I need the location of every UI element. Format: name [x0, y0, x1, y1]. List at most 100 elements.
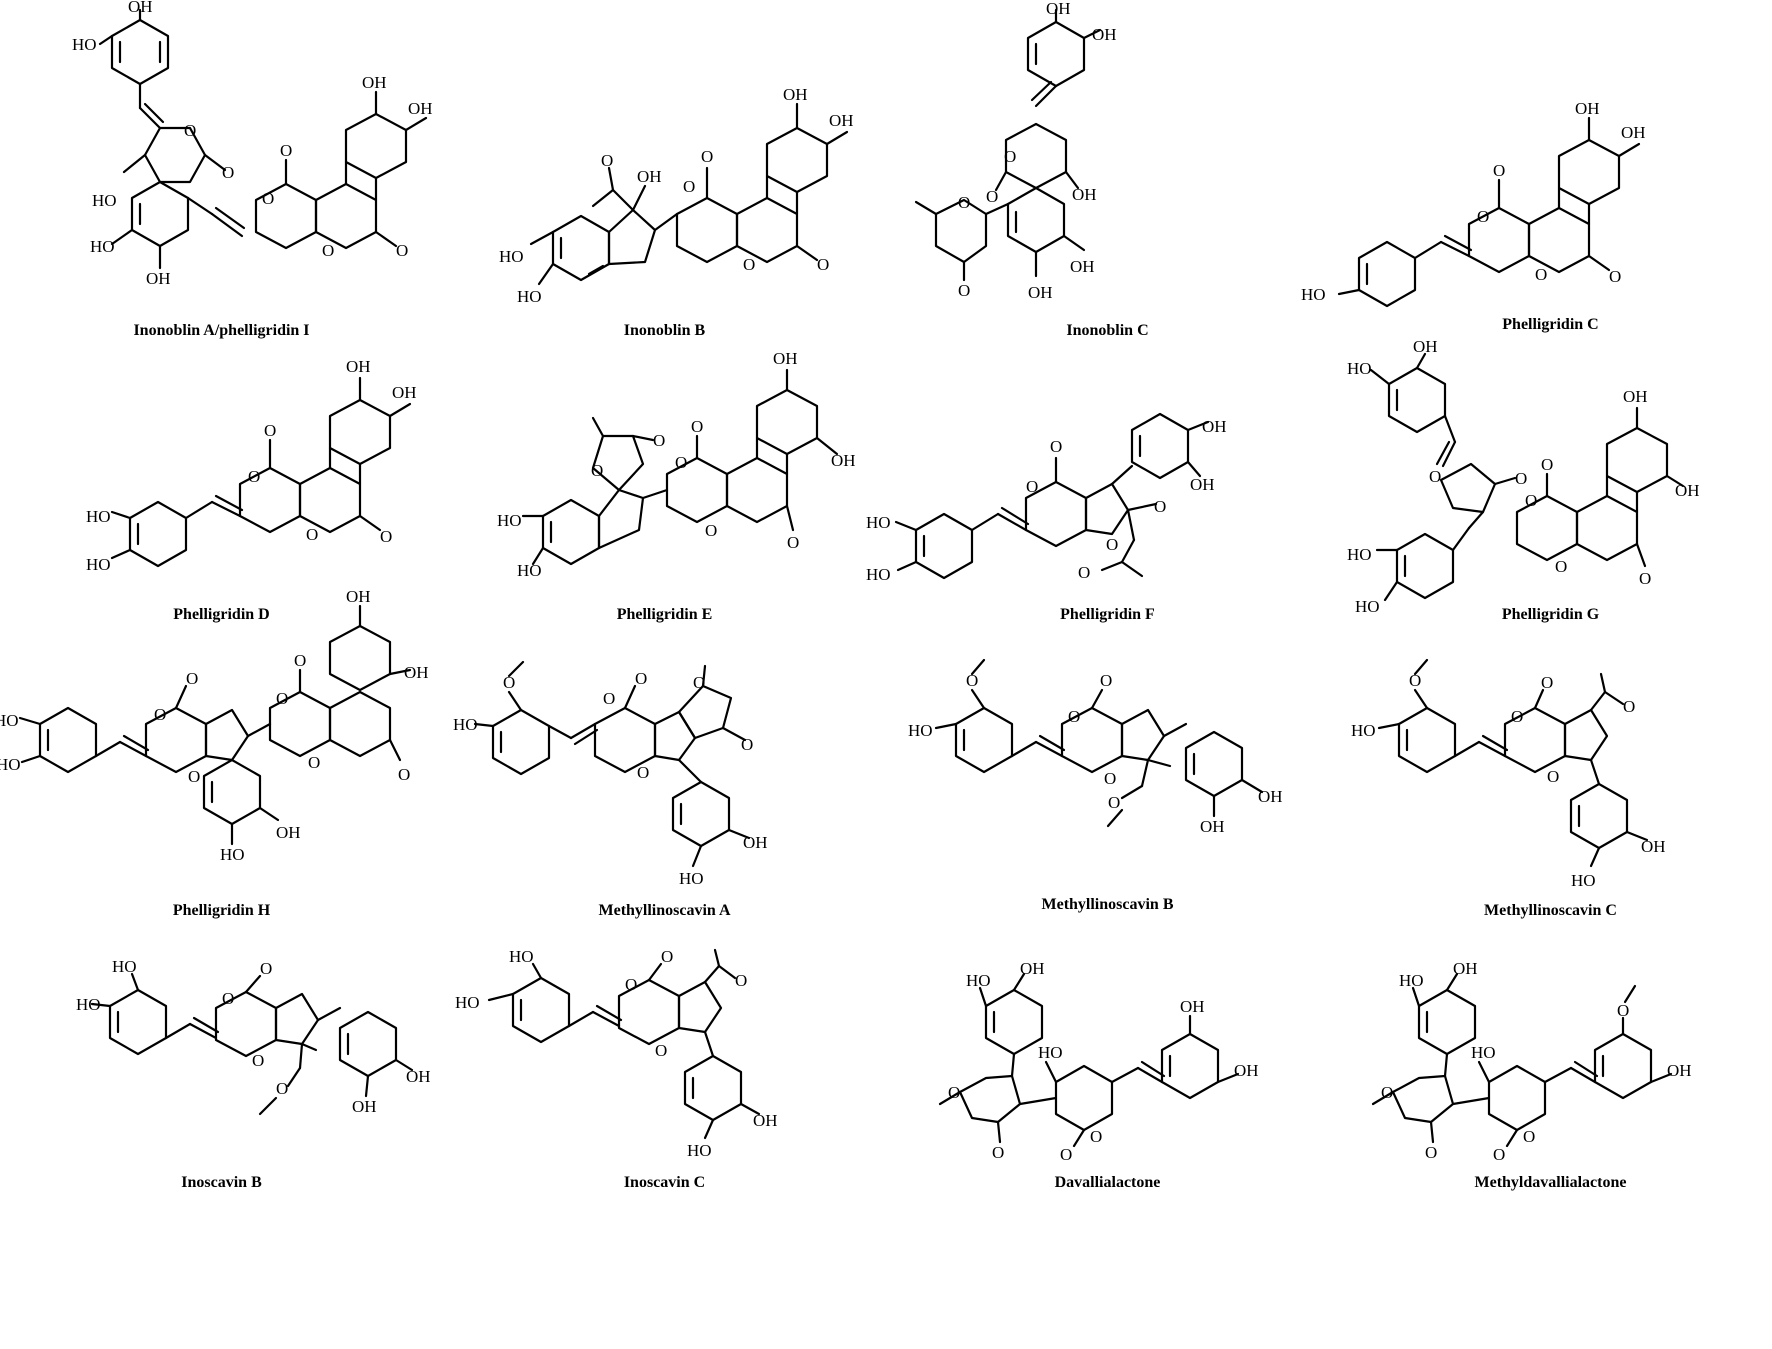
- o-label: O: [1026, 477, 1038, 496]
- oh-label: OH: [1020, 959, 1045, 978]
- oh-label: OH: [1667, 1061, 1692, 1080]
- compound-name: Phelligridin F: [1060, 606, 1155, 623]
- o-label: O: [591, 461, 603, 480]
- oh-label: OH: [1675, 481, 1700, 500]
- o-label: O: [958, 193, 970, 212]
- oh-label: OH: [392, 383, 417, 402]
- o-label: O: [787, 533, 799, 552]
- oh-label: OH: [773, 349, 798, 368]
- o-label: O: [986, 187, 998, 206]
- o-label: O: [248, 467, 260, 486]
- o-label: O: [276, 1079, 288, 1098]
- o-label: O: [308, 753, 320, 772]
- oh-label: OH: [831, 451, 856, 470]
- compound-cell: HO OH O O HO HO O O O O: [1329, 337, 1772, 630]
- o-label: O: [625, 975, 637, 994]
- o-label: O: [1493, 1145, 1505, 1164]
- compound-name: Methyldavallialactone: [1474, 1174, 1627, 1191]
- oh-label: OH: [1092, 25, 1117, 44]
- compound-name: Phelligridin C: [1502, 316, 1599, 333]
- oh-label: OH: [346, 357, 371, 376]
- o-label: O: [1511, 707, 1523, 726]
- o-label: O: [966, 671, 978, 690]
- o-label: O: [675, 453, 687, 472]
- o-label: O: [1104, 769, 1116, 788]
- ho-label: HO: [0, 711, 19, 730]
- o-label: O: [1068, 707, 1080, 726]
- o-label: O: [184, 121, 196, 140]
- structure-drawing: HO O O O O O OH OH: [908, 658, 1283, 836]
- structure-drawing: OH OH O O OH OH OH O O: [914, 0, 1117, 302]
- ho-label: HO: [1355, 597, 1380, 616]
- oh-label: OH: [783, 85, 808, 104]
- oh-label: OH: [404, 663, 429, 682]
- ho-label: HO: [1038, 1043, 1063, 1062]
- o-label: O: [1090, 1127, 1102, 1146]
- o-label: O: [1609, 267, 1621, 286]
- structure-drawing: HO HO O O O O O OH OH: [866, 412, 1227, 584]
- structure-drawing: HO HO O OH O O O O OH OH: [499, 85, 854, 306]
- oh-label: OH: [1621, 123, 1646, 142]
- compound-name: Methyllinoscavin B: [1041, 896, 1174, 913]
- ho-label: HO: [866, 513, 891, 532]
- oh-label: OH: [1453, 959, 1478, 978]
- o-label: O: [1078, 563, 1090, 582]
- compound-cell: HO O O O O O O HO OH Methyllino: [443, 630, 886, 919]
- structure-drawing: OH HO O O HO HO OH O O: [72, 0, 433, 288]
- ho-label: HO: [1399, 971, 1424, 990]
- o-label: O: [741, 735, 753, 754]
- o-label: O: [661, 947, 673, 966]
- o-label: O: [653, 431, 665, 450]
- ho-label: HO: [1351, 721, 1376, 740]
- oh-label: OH: [1028, 283, 1053, 302]
- oh-label: OH: [352, 1097, 377, 1116]
- oh-label: OH: [1258, 787, 1283, 806]
- oh-label: OH: [1234, 1061, 1259, 1080]
- structure-drawing: HO HO O O O O O O OH OH: [497, 349, 856, 580]
- oh-label: OH: [362, 73, 387, 92]
- o-label: O: [701, 147, 713, 166]
- o-label: O: [1617, 1001, 1629, 1020]
- oh-label: OH: [743, 833, 768, 852]
- o-label: O: [1555, 557, 1567, 576]
- o-label: O: [294, 651, 306, 670]
- oh-label: OH: [829, 111, 854, 130]
- o-label: O: [691, 417, 703, 436]
- compound-cell: HO HO O O O O HO OH Inoscavin C: [443, 946, 886, 1196]
- ho-label: HO: [499, 247, 524, 266]
- o-label: O: [1477, 207, 1489, 226]
- oh-label: OH: [346, 587, 371, 606]
- oh-label: OH: [146, 269, 171, 288]
- structure-drawing: HO HO O O O HO OH O O O O: [0, 587, 429, 864]
- oh-label: OH: [637, 167, 662, 186]
- ho-label: HO: [86, 507, 111, 526]
- o-label: O: [601, 151, 613, 170]
- oh-label: OH: [1623, 387, 1648, 406]
- o-label: O: [1623, 697, 1635, 716]
- o-label: O: [635, 669, 647, 688]
- ho-label: HO: [517, 561, 542, 580]
- o-label: O: [280, 141, 292, 160]
- compound-cell: HO HO O O O O O OH OH Phelligri: [866, 340, 1329, 623]
- oh-label: OH: [753, 1111, 778, 1130]
- ho-label: HO: [687, 1141, 712, 1160]
- compound-cell: HO OH O O HO O O OH OH Davallialactone: [886, 946, 1329, 1196]
- compound-cell: HO OH O O HO O O O OH Methyldav: [1329, 946, 1772, 1196]
- o-label: O: [1523, 1127, 1535, 1146]
- compound-name: Inoscavin B: [181, 1174, 262, 1191]
- o-label: O: [1154, 497, 1166, 516]
- o-label: O: [276, 689, 288, 708]
- o-label: O: [1541, 455, 1553, 474]
- o-label: O: [1525, 491, 1537, 510]
- structure-drawing: HO OH O O HO HO O O O O: [1347, 337, 1700, 616]
- ho-label: HO: [92, 191, 117, 210]
- o-label: O: [1050, 437, 1062, 456]
- structure-drawing: HO HO O O O O OH OH: [86, 357, 417, 574]
- o-label: O: [260, 959, 272, 978]
- o-label: O: [262, 189, 274, 208]
- ho-label: HO: [90, 237, 115, 256]
- structure-drawing: HO HO O O O O OH OH: [76, 957, 431, 1116]
- compound-name: Phelligridin G: [1501, 606, 1600, 623]
- ho-label: HO: [1471, 1043, 1496, 1062]
- ho-label: HO: [76, 995, 101, 1014]
